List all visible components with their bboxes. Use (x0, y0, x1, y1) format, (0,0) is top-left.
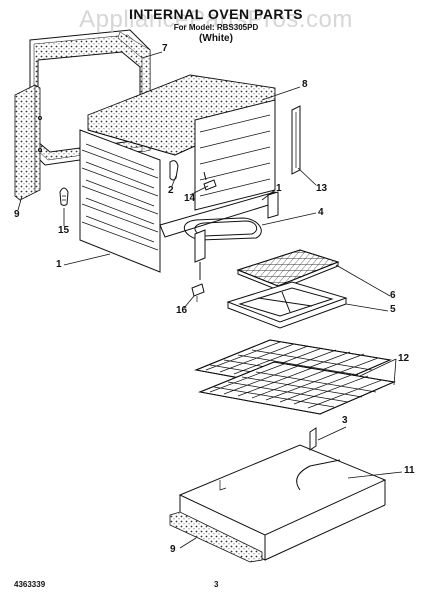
clip-part-15 (59, 187, 69, 206)
bake-element-part-4 (184, 217, 262, 280)
callout-7[interactable]: 7 (162, 43, 168, 54)
leader-lines (17, 51, 403, 549)
callout-4[interactable]: 4 (318, 207, 324, 218)
callout-16[interactable]: 16 (176, 305, 188, 316)
callout-14[interactable]: 14 (184, 193, 196, 204)
oven-bottom-part-11 (178, 427, 387, 561)
callout-13[interactable]: 13 (316, 183, 328, 194)
bracket-part-13 (291, 105, 301, 175)
broiler-pan-part-5 (226, 281, 348, 329)
model-number: For Model: RBS305PD (173, 23, 259, 32)
insulation-part-9-lower (169, 511, 263, 563)
page-number: 3 (214, 580, 219, 589)
side-panel-right (194, 99, 276, 211)
callout-9-lower[interactable]: 9 (170, 544, 176, 555)
callout-1-left[interactable]: 1 (56, 259, 62, 270)
color-variant: (White) (199, 33, 233, 44)
diagram-title: INTERNAL OVEN PARTS (129, 6, 303, 22)
insulation-part-9 (14, 84, 43, 201)
callout-9[interactable]: 9 (14, 209, 20, 220)
document-number: 4363339 (14, 580, 46, 589)
oven-racks-part-12 (194, 339, 396, 415)
callout-8[interactable]: 8 (302, 79, 308, 90)
callout-6[interactable]: 6 (390, 290, 396, 301)
callout-12[interactable]: 12 (398, 353, 410, 364)
callout-1-right[interactable]: 1 (276, 183, 282, 194)
watermark: AppliancePartsPros.com (79, 6, 353, 33)
callout-5[interactable]: 5 (390, 304, 396, 315)
cavity-bottom (159, 191, 279, 238)
callout-11[interactable]: 11 (404, 465, 415, 476)
side-panel-part-1 (79, 129, 161, 273)
callout-15[interactable]: 15 (58, 225, 70, 236)
clip-part-14 (203, 171, 217, 191)
callout-2[interactable]: 2 (168, 185, 174, 196)
clip-part-2 (169, 160, 179, 181)
callout-3[interactable]: 3 (342, 415, 348, 426)
terminal-part-16 (191, 283, 205, 302)
